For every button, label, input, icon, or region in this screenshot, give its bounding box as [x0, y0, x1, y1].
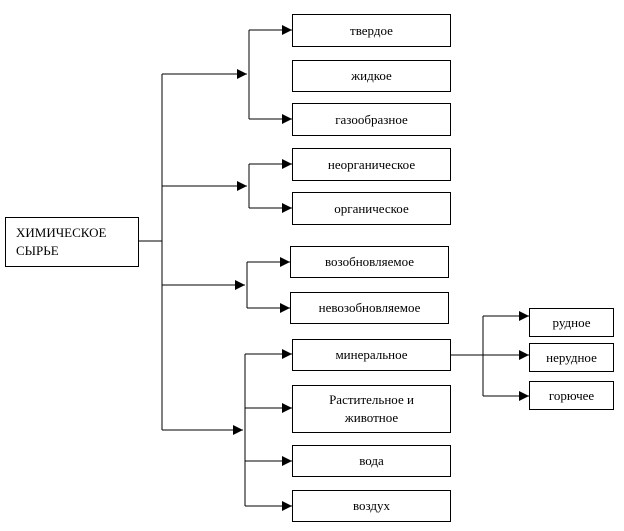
label-mineralnoe: минеральное [335, 347, 408, 363]
box-nevozobnovlyaemoe: невозобновляемое [290, 292, 449, 324]
box-vozobnovlyaemoe: возобновляемое [290, 246, 449, 278]
label-nevozobnovlyaemoe: невозобновляемое [318, 300, 421, 316]
box-rastitelnoe: Растительное и животное [292, 385, 451, 433]
label-nerudnoe: нерудное [546, 349, 597, 365]
box-goryuchee: горючее [529, 381, 614, 410]
box-nerudnoe: нерудное [529, 343, 614, 372]
box-mineralnoe: минеральное [292, 339, 451, 371]
box-rudnoe: рудное [529, 308, 614, 337]
label-organicheskoe: органическое [334, 200, 409, 216]
label-gazoobraznoe: газообразное [335, 111, 408, 127]
label-vozduh: воздух [352, 498, 391, 514]
label-vozobnovlyaemoe: возобновляемое [324, 254, 415, 270]
label-zhidkoe: жидкое [351, 68, 392, 84]
label-goryuchee: горючее [548, 387, 595, 403]
box-organicheskoe: органическое [292, 192, 451, 225]
box-neorganicheskoe: неорганическое [292, 148, 451, 181]
box-zhidkoe: жидкое [292, 60, 451, 92]
label-rudnoe: рудное [552, 314, 591, 330]
box-voda: вода [292, 445, 451, 477]
label-rastitelnoe: Растительное и животное [329, 392, 414, 425]
label-tverdoe: твердое [350, 22, 393, 38]
box-vozduh: воздух [292, 490, 451, 522]
root-label: ХИМИЧЕСКОЕ СЫРЬЕ [16, 225, 107, 258]
root-box: ХИМИЧЕСКОЕ СЫРЬЕ [5, 217, 139, 267]
box-gazoobraznoe: газообразное [292, 103, 451, 136]
label-neorganicheskoe: неорганическое [327, 156, 416, 172]
box-tverdoe: твердое [292, 14, 451, 47]
label-voda: вода [359, 453, 384, 469]
